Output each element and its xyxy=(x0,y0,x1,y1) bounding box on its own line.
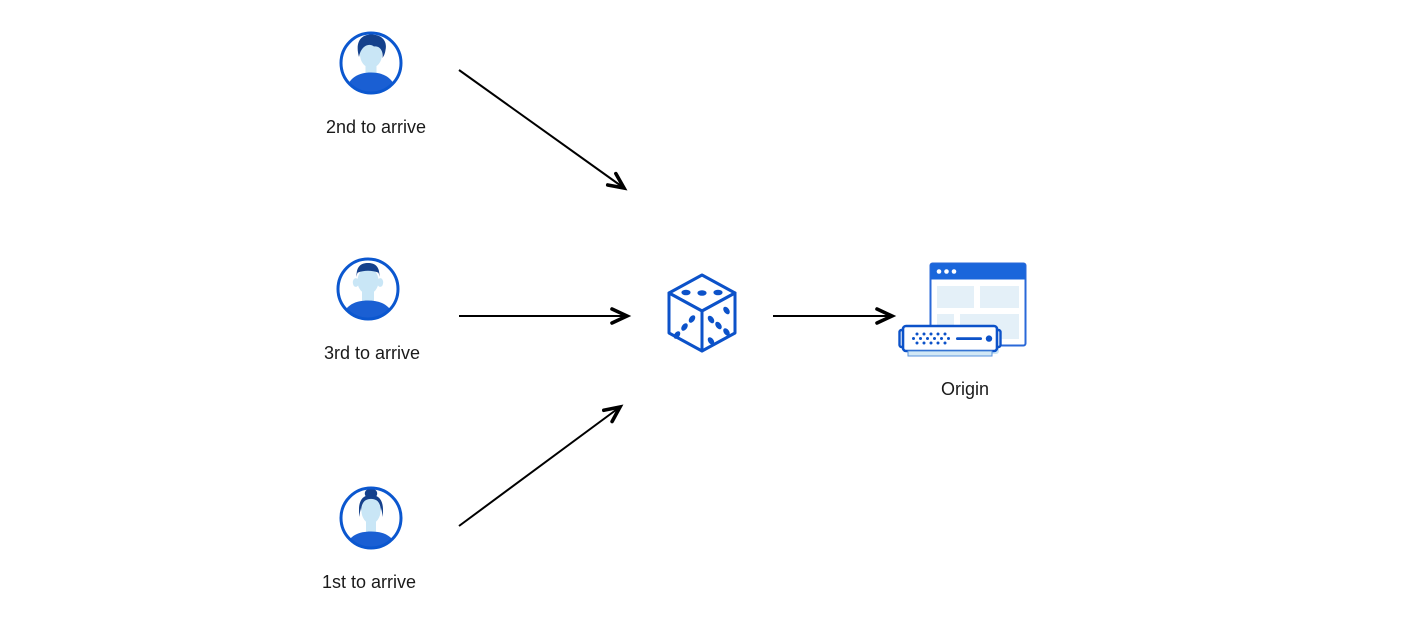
client-first-label: 1st to arrive xyxy=(321,572,417,592)
arrow-second-to-dice xyxy=(458,69,628,191)
client-second-label: 2nd to arrive xyxy=(325,117,427,137)
dice-icon xyxy=(667,273,737,353)
arrow-first-to-dice xyxy=(458,404,624,527)
male-avatar-flattop-icon xyxy=(336,257,400,321)
female-avatar-bun-icon xyxy=(339,486,403,550)
male-avatar-swept-hair-icon xyxy=(339,31,403,95)
origin-label: Origin xyxy=(940,379,990,399)
client-third-label: 3rd to arrive xyxy=(323,343,421,363)
origin-server-icon xyxy=(898,262,1027,357)
